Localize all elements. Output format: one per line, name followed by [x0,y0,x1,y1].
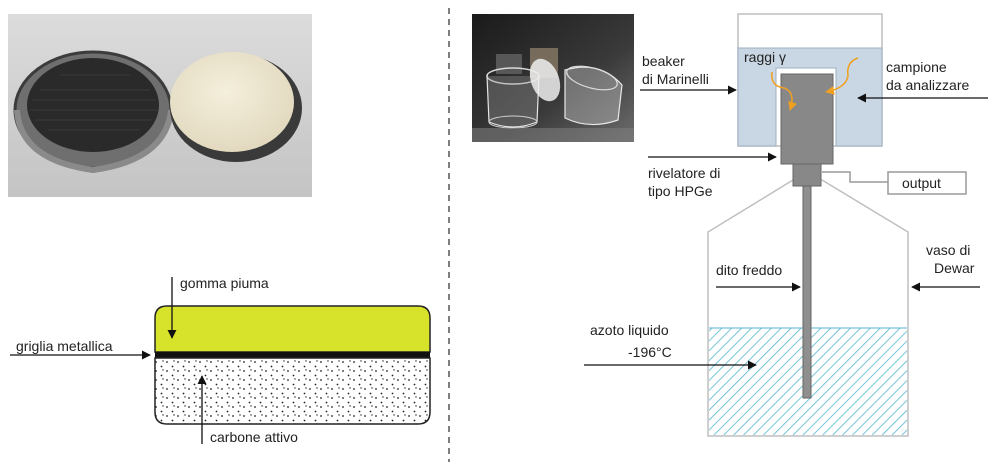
sample-label-line1: campione [886,59,947,75]
cold-finger-label: dito freddo [716,262,782,278]
metal-grid-layer [155,352,430,358]
foam-layer [154,305,431,353]
grid-label: griglia metallica [16,338,113,354]
hpge-detector [780,73,834,165]
gamma-label: raggi γ [744,49,786,65]
dewar-label-line2: Dewar [934,260,975,276]
beaker-label-line2: di Marinelli [642,71,709,87]
nitrogen-label-line2: -196°C [628,344,672,360]
sample-label-line2: da analizzare [886,77,969,93]
activated-carbon-layer [154,357,431,425]
foam-label: gomma piuma [180,275,269,291]
photo-marinelli-beakers [472,14,634,142]
photo-filter-canister [8,14,312,197]
output-line [822,171,888,183]
detector-neck [792,163,822,187]
gamma-ray-2 [825,57,859,95]
beaker-label-line1: beaker [642,53,685,69]
detector-label-line1: rivelatore di [648,165,720,181]
gamma-ray-1 [771,71,797,111]
carbon-label: carbone attivo [210,429,298,445]
dewar-label-line1: vaso di [926,242,970,258]
output-label: output [902,175,941,191]
nitrogen-label-line1: azoto liquido [590,322,669,338]
sample-volume [737,47,883,147]
output-box [887,171,967,195]
filter-cross-section [154,305,431,425]
cold-finger [802,185,812,399]
detector-label-line2: tipo HPGe [648,183,713,199]
